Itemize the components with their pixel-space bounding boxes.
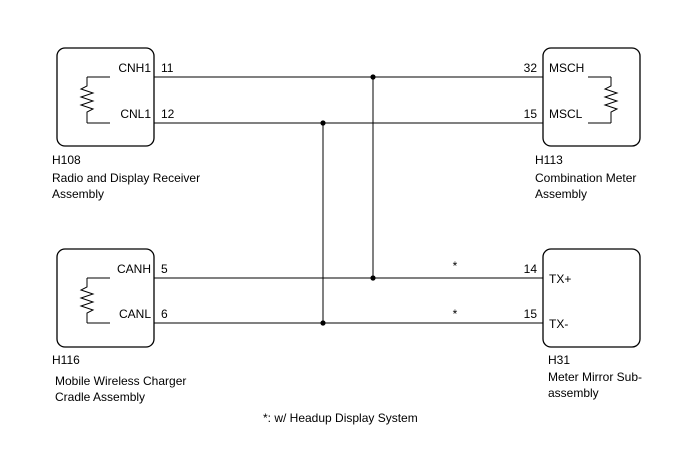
h108-pin-bottom-name: CNL1 — [120, 107, 151, 121]
h116-termination-resistor — [79, 277, 110, 324]
h31-name-line1: Meter Mirror Sub- — [548, 370, 642, 384]
h116-pin-bottom-number: 6 — [161, 307, 168, 321]
h113-pin-bottom-name: MSCL — [549, 107, 583, 121]
splice-dot — [320, 120, 326, 126]
h116-pin-bottom-name: CANL — [119, 307, 151, 321]
h108-name-line1: Radio and Display Receiver — [52, 171, 200, 185]
footnote: *: w/ Headup Display System — [263, 411, 418, 425]
h113-name-line1: Combination Meter — [535, 171, 636, 185]
h116-connector-id: H116 — [52, 353, 80, 367]
optional-wire-mark-bottom: * — [453, 307, 458, 321]
splice-dot — [370, 275, 376, 281]
h108-pin-top-number: 11 — [161, 61, 174, 75]
h113-name-line2: Assembly — [535, 187, 587, 201]
h31-connector-box — [542, 248, 641, 348]
h108-pin-top-name: CNH1 — [118, 61, 151, 75]
h113-connector-box — [542, 47, 641, 147]
splice-dot — [370, 74, 376, 80]
splice-dot — [320, 320, 326, 326]
h116-pin-top-number: 5 — [161, 262, 168, 276]
h108-connector-id: H108 — [52, 153, 81, 167]
h31-pin-bottom-name: TX- — [549, 317, 568, 331]
h31-connector-id: H31 — [548, 353, 570, 367]
h113-connector-id: H113 — [535, 153, 563, 167]
h31-pin-top-number: 14 — [524, 262, 538, 276]
optional-wire-mark-top: * — [453, 259, 458, 273]
h31-name-line2: assembly — [548, 386, 599, 400]
h108-termination-resistor — [79, 76, 110, 124]
h108-connector-box — [56, 47, 155, 147]
h113-termination-resistor — [588, 76, 619, 124]
h113-pin-bottom-number: 15 — [524, 107, 538, 121]
h31-pin-bottom-number: 15 — [524, 307, 538, 321]
h113-pin-top-number: 32 — [524, 61, 538, 75]
h108-name-line2: Assembly — [52, 187, 104, 201]
h113-pin-top-name: MSCH — [549, 61, 584, 75]
h116-pin-top-name: CANH — [117, 262, 151, 276]
h31-pin-top-name: TX+ — [549, 272, 571, 286]
h108-pin-bottom-number: 12 — [161, 107, 175, 121]
h116-name-line1: Mobile Wireless Charger — [55, 374, 186, 388]
h116-connector-box — [56, 248, 155, 348]
h116-name-line2: Cradle Assembly — [55, 390, 145, 404]
